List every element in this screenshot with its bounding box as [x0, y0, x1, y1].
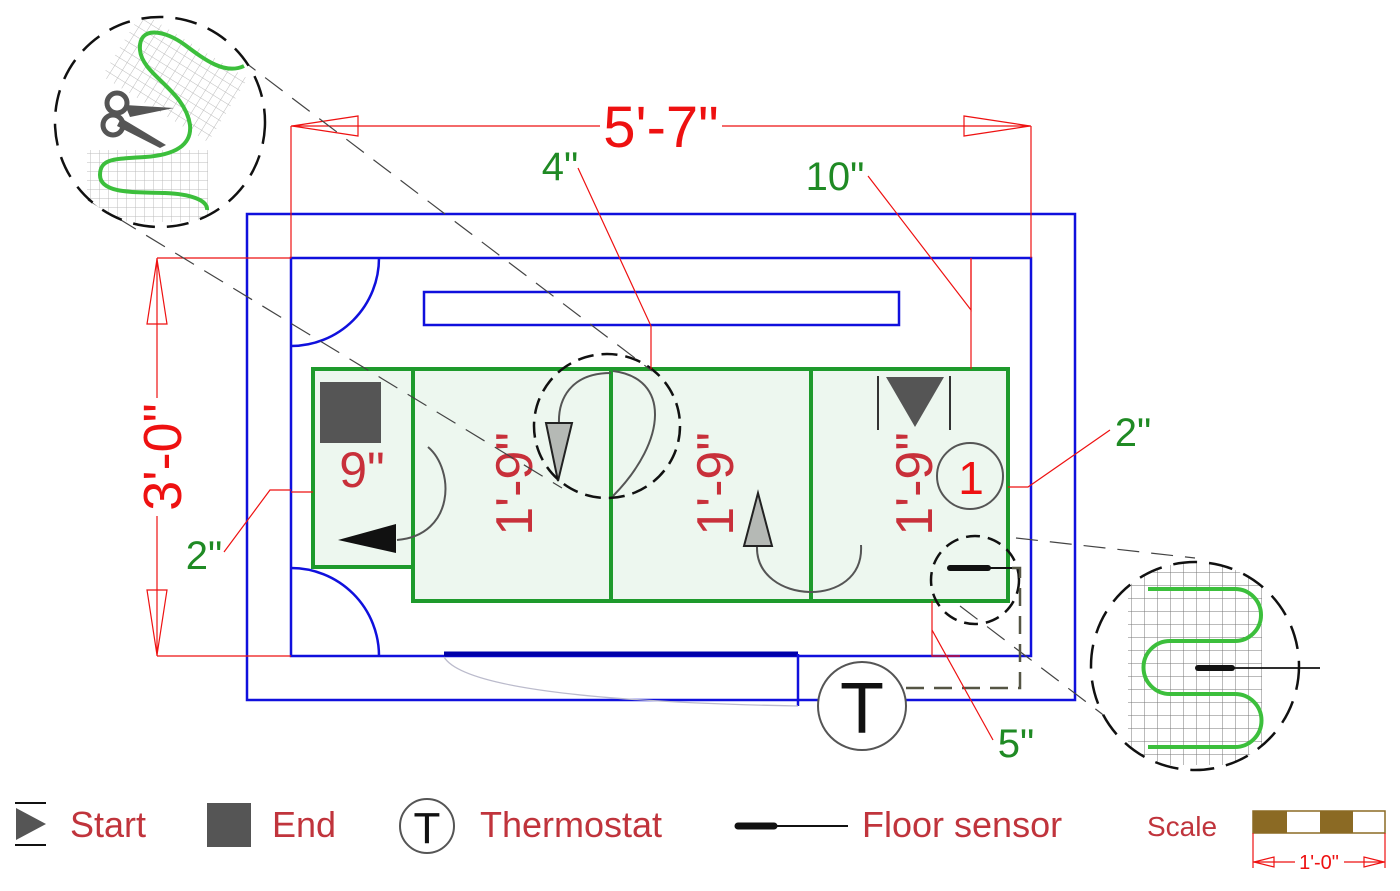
- leader-line-cut-2: [87, 199, 563, 489]
- door-swing-bottom: [290, 566, 381, 657]
- thermostat-icon: T: [817, 661, 907, 751]
- scissors-icon: [100, 90, 174, 148]
- scale-bar: 1'-0": [1252, 810, 1386, 874]
- legend-item-floor-sensor: Floor sensor: [734, 804, 1062, 845]
- panel-label-4: 1'-9": [886, 432, 944, 536]
- flow-curve-2: [557, 372, 612, 425]
- legend-label-floor-sensor: Floor sensor: [862, 804, 1062, 845]
- detail-bubble-cut: [53, 15, 267, 229]
- offset-bottom-label: 5": [998, 722, 1034, 766]
- start-marker-icon: [877, 376, 951, 430]
- legend-item-end: End: [207, 803, 336, 847]
- detail-bubble-sensor: [1089, 560, 1320, 772]
- offset-left-label: 2": [186, 534, 222, 578]
- end-marker-icon: [320, 382, 381, 443]
- leader-line-sensor-2: [959, 605, 1111, 721]
- flow-curve-3: [612, 370, 656, 497]
- door-swing-top: [290, 257, 381, 348]
- thermostat-legend-icon: T: [399, 798, 455, 854]
- thermostat-legend-symbol: T: [414, 804, 441, 853]
- offset-top-right-label: 10": [806, 155, 865, 199]
- flow-curve-4: [755, 544, 863, 593]
- panel-label-3: 1'-9": [687, 432, 745, 536]
- legend-scale: Scale 1'-0": [1147, 810, 1386, 874]
- direction-arrow-left: [338, 524, 396, 553]
- start-marker-legend-icon: [15, 802, 46, 846]
- leader-line-sensor-1: [1015, 537, 1196, 559]
- offset-2in-right: 2": [1008, 411, 1151, 488]
- panel-label-1: 9": [339, 442, 385, 498]
- direction-arrow-down: [544, 422, 574, 482]
- offset-10in: 10": [806, 155, 972, 369]
- legend-label-thermostat: Thermostat: [480, 804, 662, 845]
- overall-width-label: 5'-7": [603, 95, 719, 160]
- vanity-counter: [422, 290, 901, 327]
- offset-top-left-label: 4": [542, 145, 578, 189]
- dimension-width: 5'-7": [290, 95, 1032, 258]
- legend-item-start: Start: [15, 802, 146, 846]
- offset-right-label: 2": [1115, 411, 1151, 455]
- legend-item-thermostat: T Thermostat: [399, 798, 662, 854]
- offset-2in-left: 2": [186, 489, 313, 578]
- zone-number-circle: [936, 442, 1004, 510]
- door-arc: [443, 656, 799, 707]
- legend-label-start: Start: [70, 804, 146, 845]
- offset-4in: 4": [542, 145, 652, 369]
- scale-label: Scale: [1147, 811, 1217, 842]
- legend: Start End T Thermostat Floor sensor Scal…: [15, 798, 1386, 874]
- panel-label-2: 1'-9": [486, 432, 544, 536]
- overall-height-label: 3'-0": [133, 403, 193, 511]
- outer-wall: [245, 212, 1077, 702]
- dimension-height: 3'-0": [133, 257, 291, 657]
- offset-5in: 5": [931, 601, 1034, 766]
- thermostat-symbol: T: [840, 669, 884, 749]
- detail-callout-cut: [532, 352, 682, 500]
- detail-callout-sensor: [929, 534, 1021, 626]
- zone-number: 1: [958, 452, 984, 504]
- scale-length: 1'-0": [1299, 852, 1339, 874]
- leader-line-cut-1: [237, 56, 653, 372]
- legend-label-end: End: [272, 804, 336, 845]
- end-marker-legend-icon: [207, 803, 251, 847]
- thermostat-wire: [902, 566, 1022, 690]
- heating-mat: [311, 367, 1010, 603]
- direction-arrow-up: [742, 489, 774, 547]
- flow-curve-1: [396, 446, 447, 541]
